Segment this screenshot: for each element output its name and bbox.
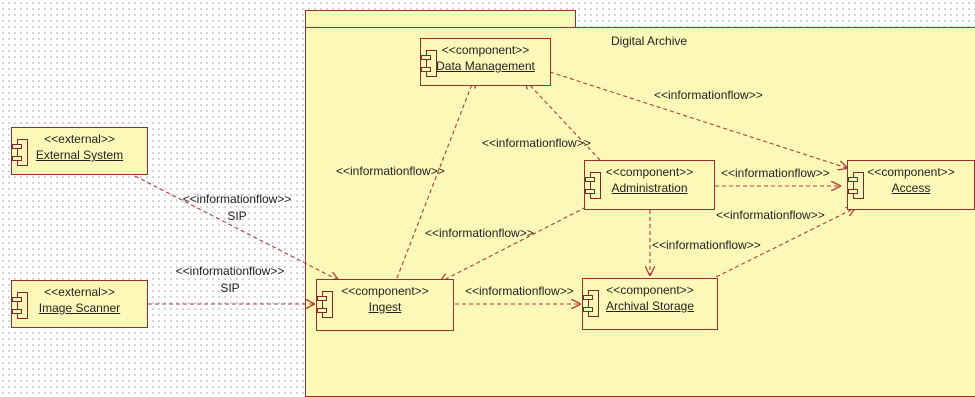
component-name: Access [891,181,931,195]
flow-label-admin-to-access: <<informationflow>> [721,166,830,180]
flow-admin-to-ingest[interactable] [440,203,593,282]
flow-ext-to-ingest[interactable] [134,175,338,280]
component-name: Archival Storage [605,299,695,313]
component-icon [848,172,864,199]
flow-label-admin-to-datamgmt: <<informationflow>> [482,136,591,150]
component-icon [421,50,437,77]
package-name: Digital Archive [611,34,688,48]
flow-connectors [134,71,975,378]
component-stereotype: <<component>> [867,165,955,179]
component-stereotype: <<component>> [441,43,530,57]
flow-sublabel-scanner-to-ingest: SIP [220,281,240,295]
component-icon [12,139,28,166]
diagram-canvas: Digital Archive <<external>> External Sy… [11,10,975,397]
component-external-system[interactable]: <<external>> External System [11,127,148,175]
flow-ingest-to-datamgmt[interactable] [396,79,474,279]
component-access[interactable]: <<component>> Access [847,160,975,210]
flow-admin-to-datamgmt[interactable] [525,80,601,161]
flow-label-admin-to-storage: <<informationflow>> [652,238,761,252]
component-name: Ingest [368,300,402,314]
component-stereotype: <<external>> [44,285,115,299]
flow-sublabel-ext-to-ingest: SIP [227,209,247,223]
component-administration[interactable]: <<component>> Administration [584,160,715,210]
component-ingest[interactable]: <<component>> Ingest [316,279,454,331]
component-icon [12,292,28,319]
flow-label-storage-to-access: <<informationflow>> [716,208,825,222]
component-archival-storage[interactable]: <<component>> Archival Storage [582,278,718,330]
flow-label-ingest-to-datamgmt: <<informationflow>> [336,164,445,178]
component-image-scanner[interactable]: <<external>> Image Scanner [11,280,148,328]
flow-datamgmt-to-access[interactable] [549,71,847,168]
package-digital-archive[interactable] [305,27,975,397]
component-name: External System [35,148,124,162]
flow-label-datamgmt-to-access: <<informationflow>> [654,88,763,102]
component-stereotype: <<component>> [605,165,694,179]
component-icon [583,290,599,317]
component-icon [585,172,601,199]
flow-label-admin-to-ingest: <<informationflow>> [425,226,534,240]
flow-label-scanner-to-ingest: <<informationflow>> [175,264,285,278]
component-stereotype: <<component>> [606,283,694,297]
component-name: Data Management [436,59,535,73]
flow-storage-to-access[interactable] [709,208,855,281]
component-name: Administration [611,181,688,195]
component-stereotype: <<component>> [341,284,429,298]
component-stereotype: <<external>> [44,132,115,146]
component-icon [317,291,333,318]
flow-label-ext-to-ingest: <<informationflow>> [182,192,292,206]
component-data-management[interactable]: <<component>> Data Management [420,38,551,86]
component-name: Image Scanner [38,301,121,315]
flow-label-ingest-to-storage: <<informationflow>> [465,284,574,298]
